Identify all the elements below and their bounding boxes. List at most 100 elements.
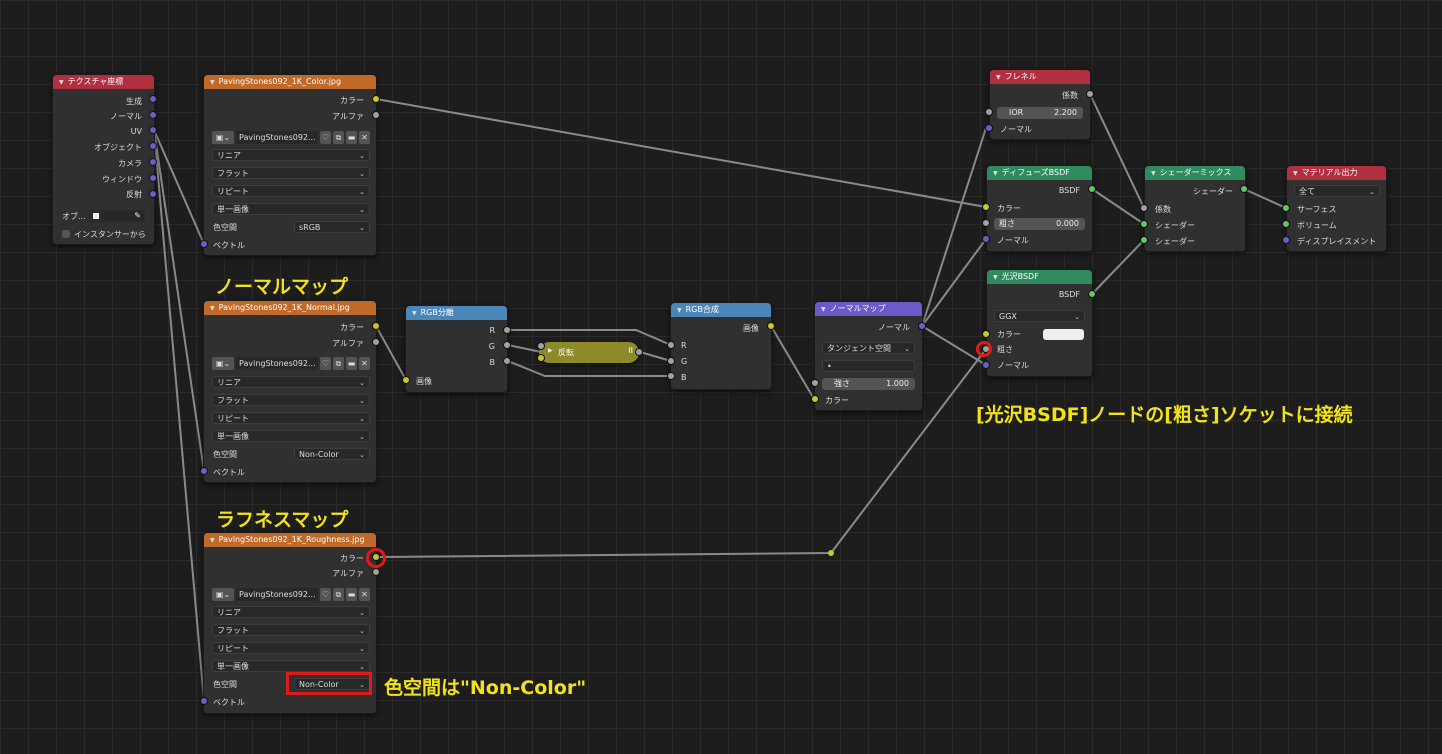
collapse-icon[interactable]: ▼ (677, 307, 682, 314)
node-socket[interactable] (200, 467, 208, 475)
image-browse-icon[interactable]: ▣⌄ (212, 357, 234, 370)
material-output-node[interactable]: ▼マテリアル出力 全て⌄ サーフェス ボリューム ディスプレイスメント (1286, 165, 1387, 252)
close-icon[interactable]: ✕ (359, 588, 370, 601)
color-swatch[interactable] (1043, 329, 1084, 340)
extension-dropdown[interactable]: リピート⌄ (212, 412, 370, 424)
node-socket[interactable] (503, 357, 511, 365)
node-socket[interactable] (1140, 204, 1148, 212)
image-selector[interactable]: ▣⌄ PavingStones092... ♡ ⧉ ▬ ✕ (212, 131, 370, 144)
image-browse-icon[interactable]: ▣⌄ (212, 588, 234, 601)
node-socket[interactable] (149, 142, 157, 150)
image-selector[interactable]: ▣⌄ PavingStones092... ♡ ⧉ ▬ ✕ (212, 588, 370, 601)
node-socket[interactable] (372, 111, 380, 119)
node-socket[interactable] (1088, 185, 1096, 193)
close-icon[interactable]: ✕ (359, 357, 370, 370)
separate-rgb-node[interactable]: ▼RGB分離 R G B 画像 (405, 305, 508, 393)
mix-shader-node[interactable]: ▼シェーダーミックス シェーダー 係数 シェーダー シェーダー (1144, 165, 1246, 252)
node-socket[interactable] (918, 322, 926, 330)
node-socket[interactable] (200, 697, 208, 705)
node-header[interactable]: ▼フレネル (990, 70, 1090, 84)
node-socket[interactable] (811, 395, 819, 403)
duplicate-icon[interactable]: ⧉ (333, 131, 344, 144)
node-socket[interactable] (402, 376, 410, 384)
projection-dropdown[interactable]: フラット⌄ (212, 394, 370, 406)
node-socket[interactable] (1088, 290, 1096, 298)
collapse-icon[interactable]: ▼ (821, 306, 826, 313)
node-header[interactable]: ▼PavingStones092_1K_Roughness.jpg (204, 533, 376, 547)
collapse-icon[interactable]: ▼ (59, 79, 64, 86)
expand-icon[interactable]: ▶ (548, 347, 553, 354)
projection-dropdown[interactable]: フラット⌄ (212, 624, 370, 636)
reroute-point[interactable] (828, 550, 834, 556)
node-socket[interactable] (667, 372, 675, 380)
node-header[interactable]: ▼テクスチャ座標 (53, 75, 154, 89)
fake-user-icon[interactable]: ♡ (320, 357, 331, 370)
interpolation-dropdown[interactable]: リニア⌄ (212, 376, 370, 388)
collapse-icon[interactable]: ▼ (993, 274, 998, 281)
node-header[interactable]: ▼RGB合成 (671, 303, 771, 317)
node-socket[interactable] (372, 95, 380, 103)
collapse-icon[interactable]: ▼ (210, 305, 215, 312)
close-icon[interactable]: ✕ (359, 131, 370, 144)
texture-coordinate-node[interactable]: ▼テクスチャ座標 生成 ノーマル UV オブジェクト カメラ ウィンドウ 反射 … (52, 74, 155, 245)
node-socket[interactable] (985, 108, 993, 116)
node-socket[interactable] (982, 361, 990, 369)
node-socket[interactable] (1282, 204, 1290, 212)
node-socket[interactable] (149, 158, 157, 166)
extension-dropdown[interactable]: リピート⌄ (212, 185, 370, 197)
node-socket[interactable] (667, 341, 675, 349)
combine-rgb-node[interactable]: ▼RGB合成 画像 R G B (670, 302, 772, 390)
folder-icon[interactable]: ▬ (346, 131, 357, 144)
node-header[interactable]: ▼ノーマルマップ (815, 302, 922, 316)
collapse-icon[interactable]: ▼ (1293, 170, 1298, 177)
node-socket[interactable] (1282, 220, 1290, 228)
interpolation-dropdown[interactable]: リニア⌄ (212, 606, 370, 618)
colorspace-dropdown[interactable]: sRGB⌄ (294, 221, 370, 233)
node-socket[interactable] (503, 341, 511, 349)
node-socket[interactable] (982, 235, 990, 243)
space-dropdown[interactable]: タンジェント空間⌄ (822, 342, 915, 354)
folder-icon[interactable]: ▬ (346, 588, 357, 601)
glossy-bsdf-node[interactable]: ▼光沢BSDF BSDF GGX⌄ カラー 粗さ ノーマル (986, 269, 1093, 377)
image-texture-color-node[interactable]: ▼PavingStones092_1K_Color.jpg カラー アルファ ▣… (203, 74, 377, 256)
node-socket[interactable] (372, 338, 380, 346)
collapse-icon[interactable]: ▼ (412, 310, 417, 317)
node-socket[interactable] (537, 342, 545, 350)
extension-dropdown[interactable]: リピート⌄ (212, 642, 370, 654)
node-socket[interactable] (985, 124, 993, 132)
node-socket[interactable] (372, 322, 380, 330)
node-header[interactable]: ▼PavingStones092_1K_Normal.jpg (204, 301, 376, 315)
node-header[interactable]: ▼光沢BSDF (987, 270, 1092, 284)
node-socket[interactable] (1282, 236, 1290, 244)
image-name-field[interactable]: PavingStones092... (236, 357, 318, 370)
node-socket[interactable] (982, 330, 990, 338)
distribution-dropdown[interactable]: GGX⌄ (994, 310, 1085, 322)
node-socket[interactable] (149, 190, 157, 198)
eyedropper-icon[interactable]: ✎ (134, 211, 141, 220)
colorspace-dropdown[interactable]: Non-Color⌄ (294, 448, 370, 460)
node-socket[interactable] (149, 174, 157, 182)
node-socket[interactable] (982, 203, 990, 211)
node-socket[interactable] (1240, 185, 1248, 193)
node-socket[interactable] (635, 348, 643, 356)
source-dropdown[interactable]: 単一画像⌄ (212, 430, 370, 442)
node-socket[interactable] (811, 379, 819, 387)
node-socket[interactable] (667, 357, 675, 365)
node-header[interactable]: ▼PavingStones092_1K_Color.jpg (204, 75, 376, 89)
node-header[interactable]: ▼マテリアル出力 (1287, 166, 1386, 180)
node-header[interactable]: ▼シェーダーミックス (1145, 166, 1245, 180)
image-browse-icon[interactable]: ▣⌄ (212, 131, 234, 144)
collapse-icon[interactable]: ▼ (210, 79, 215, 86)
image-name-field[interactable]: PavingStones092... (236, 588, 318, 601)
node-header[interactable]: ▼ディフューズBSDF (987, 166, 1092, 180)
collapse-icon[interactable]: ▼ (1151, 170, 1156, 177)
node-socket[interactable] (982, 219, 990, 227)
node-socket[interactable] (537, 354, 545, 362)
node-socket[interactable] (149, 95, 157, 103)
